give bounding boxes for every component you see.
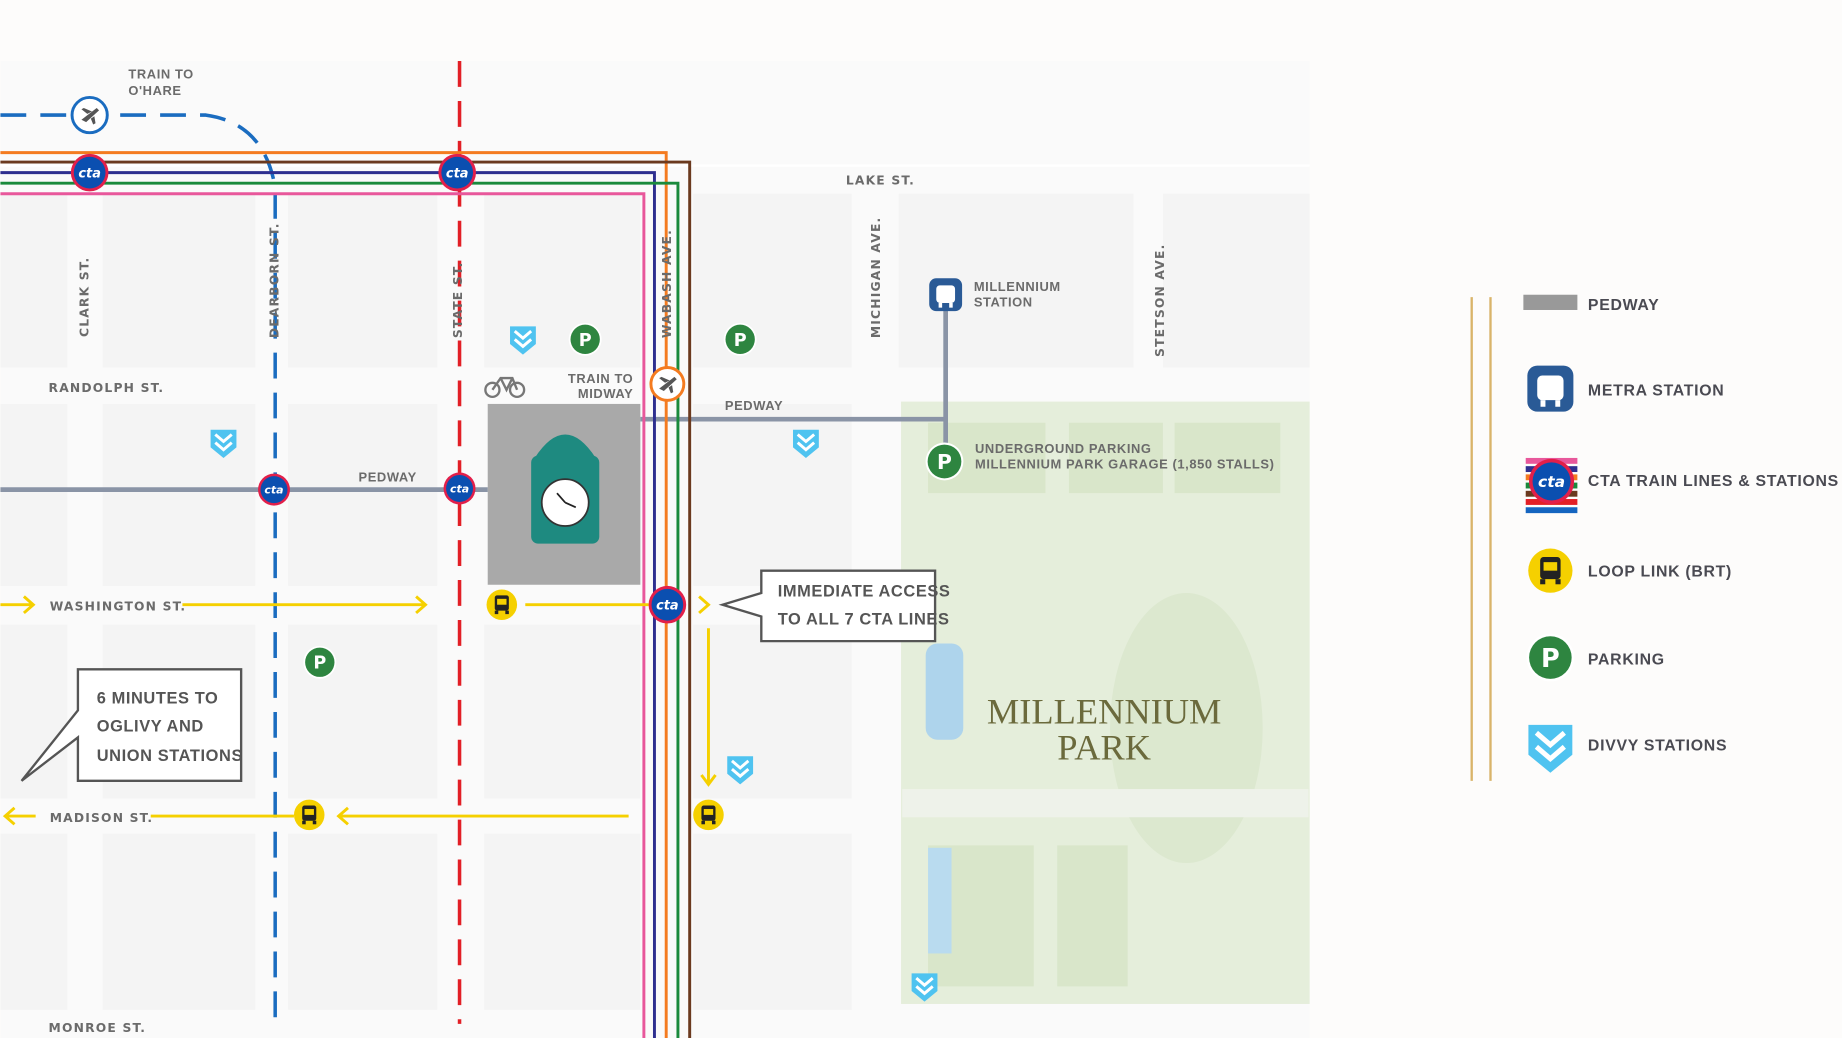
bus-icon[interactable] <box>486 589 518 620</box>
street-label-michigan: MICHIGAN AVE. <box>869 217 883 339</box>
cta-logo-icon: cta <box>264 484 283 497</box>
cta-station[interactable]: cta <box>648 585 687 624</box>
divvy-icon <box>1528 725 1572 773</box>
airport-icon[interactable] <box>649 366 686 402</box>
callout-text: UNION STATIONS <box>97 747 243 765</box>
cta-logo-icon: cta <box>78 166 101 181</box>
legend-label: PARKING <box>1588 652 1665 669</box>
legend-label: PEDWAY <box>1588 297 1659 314</box>
cta-logo-icon: cta <box>450 482 469 495</box>
millennium-station-label: STATION <box>974 294 1033 309</box>
cta-logo-icon: cta <box>446 166 469 181</box>
street-label-state: STATE ST. <box>451 262 465 339</box>
bus-icon[interactable] <box>293 799 325 831</box>
street-label-lake: LAKE ST. <box>846 173 915 187</box>
legend-label: CTA TRAIN LINES & STATIONS <box>1588 473 1839 490</box>
street-label-stetson: STETSON AVE. <box>1153 244 1167 357</box>
street-label-washington: WASHINGTON ST. <box>50 600 186 614</box>
garage-label: UNDERGROUND PARKING <box>975 441 1152 456</box>
metra-station-icon[interactable] <box>929 278 963 312</box>
airport-icon[interactable] <box>70 95 109 135</box>
street-label-monroe: MONROE ST. <box>49 1021 146 1035</box>
cta-station[interactable]: cta <box>443 472 476 505</box>
metra-train-icon <box>1527 365 1574 412</box>
callout-text: IMMEDIATE ACCESS <box>778 582 951 600</box>
cta-station[interactable]: cta <box>258 473 290 506</box>
cta-loop-lines <box>0 151 692 1038</box>
pedway-bar-icon <box>1523 294 1578 310</box>
train-ohare-label: O'HARE <box>128 83 181 98</box>
svg-text:cta: cta <box>1538 473 1565 491</box>
parking-icon: P <box>1526 633 1575 682</box>
cta-station[interactable]: cta <box>438 153 476 192</box>
pedway-label: PEDWAY <box>725 398 783 413</box>
macys-clock-block <box>487 403 641 585</box>
legend-label: METRA STATION <box>1588 383 1724 400</box>
garage-label: MILLENNIUM PARK GARAGE (1,850 STALLS) <box>975 457 1274 472</box>
legend: PEDWAY METRA STATION cta CTA TRAIN LINES… <box>1470 294 1839 781</box>
millennium-station-label: MILLENNIUM <box>974 279 1061 294</box>
street-label-dearborn: DEARBORN ST. <box>268 222 282 338</box>
callout-east: IMMEDIATE ACCESS TO ALL 7 CTA LINES <box>718 569 951 643</box>
street-label-clark: CLARK ST. <box>77 257 91 337</box>
street-label-madison: MADISON ST. <box>50 811 154 825</box>
train-ohare-label: TRAIN TO <box>128 67 193 82</box>
callout-west: 6 MINUTES TO OGLIVY AND UNION STATIONS <box>20 668 243 783</box>
svg-text:P: P <box>579 331 592 351</box>
parking-icon[interactable]: P <box>925 442 964 481</box>
parking-icon[interactable]: P <box>723 322 757 356</box>
legend-label: LOOP LINK (BRT) <box>1588 564 1732 581</box>
park-label: PARK <box>1057 728 1151 768</box>
bus-icon <box>1528 548 1573 593</box>
callout-text: TO ALL 7 CTA LINES <box>778 611 950 629</box>
train-midway-label: MIDWAY <box>578 386 633 401</box>
park-label: MILLENNIUM <box>987 691 1221 731</box>
cta-blue-line <box>0 113 277 1024</box>
callout-text: OGLIVY AND <box>97 718 204 736</box>
train-midway-label: TRAIN TO <box>568 371 633 386</box>
pedway-label: PEDWAY <box>359 469 417 484</box>
svg-text:P: P <box>313 654 326 674</box>
parking-icon[interactable]: P <box>568 322 602 356</box>
millennium-park-area <box>901 401 1310 1004</box>
cta-station[interactable]: cta <box>70 153 109 192</box>
svg-text:P: P <box>1541 644 1560 674</box>
street-label-randolph: RANDOLPH ST. <box>49 381 165 395</box>
svg-text:P: P <box>734 331 747 351</box>
bus-icon[interactable] <box>693 799 724 831</box>
bicycle-icon <box>484 376 526 399</box>
callout-text: 6 MINUTES TO <box>97 689 219 707</box>
legend-label: DIVVY STATIONS <box>1588 737 1727 754</box>
svg-text:P: P <box>937 450 952 474</box>
loop-link-routes <box>0 595 717 826</box>
cta-logo-icon: cta <box>656 598 679 613</box>
parking-icon[interactable]: P <box>303 645 337 679</box>
cta-logo-icon: cta <box>1525 457 1578 514</box>
street-label-wabash: WABASH AVE. <box>660 229 674 338</box>
